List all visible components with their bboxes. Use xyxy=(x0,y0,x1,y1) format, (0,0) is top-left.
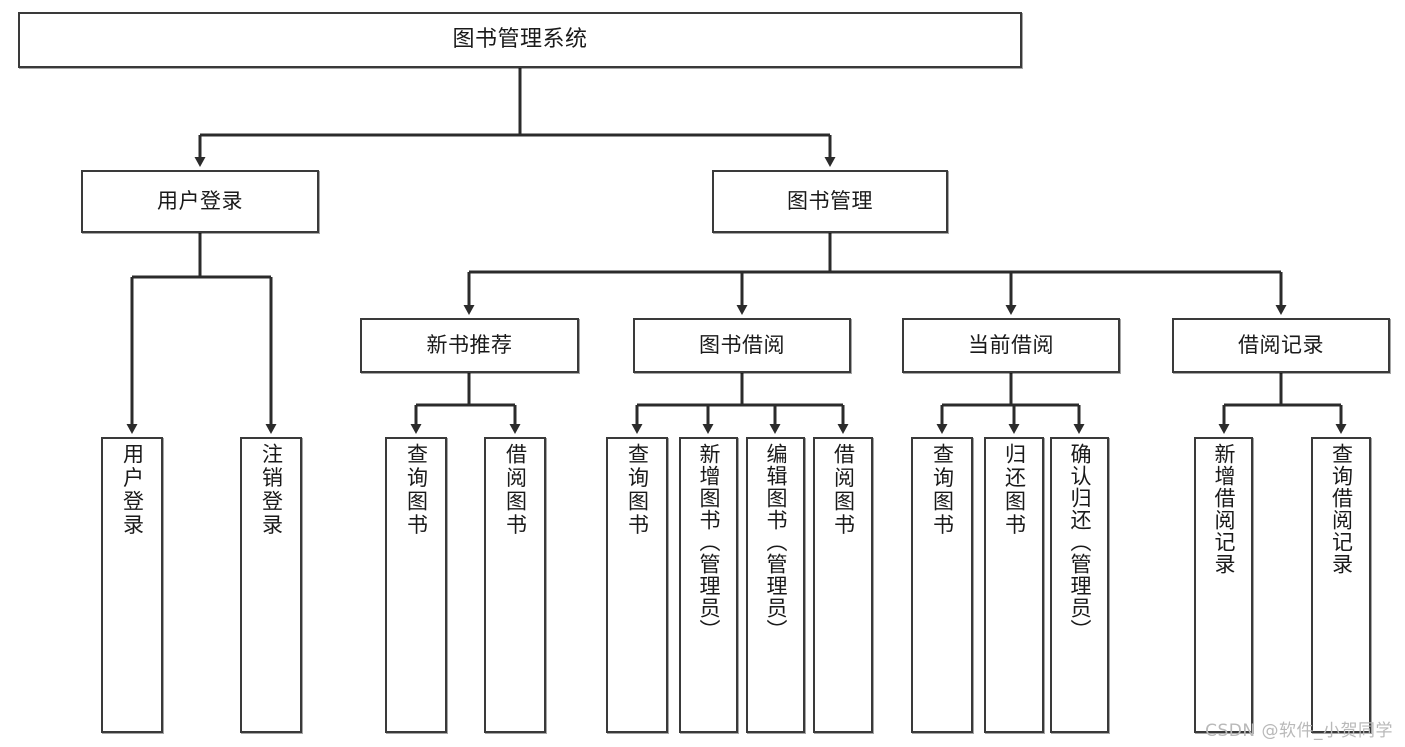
watermark-text: CSDN @软件_小贺同学 xyxy=(1205,721,1393,741)
node-leaf-user-login[interactable]: 用户登录 xyxy=(101,437,163,733)
node-label: 借阅图书 xyxy=(831,443,856,537)
node-leaf-borrow-book[interactable]: 借阅图书 xyxy=(813,437,873,733)
node-book-borrow[interactable]: 图书借阅 xyxy=(633,318,851,373)
node-label: 图书借阅 xyxy=(699,333,785,358)
node-leaf-confirm-return[interactable]: 确认归还（管理员） xyxy=(1050,437,1109,733)
node-label: 新增图书（管理员） xyxy=(697,443,721,641)
node-label: 用户登录 xyxy=(120,443,145,537)
node-borrow-record[interactable]: 借阅记录 xyxy=(1172,318,1390,373)
node-leaf-return-book[interactable]: 归还图书 xyxy=(984,437,1044,733)
node-current-borrow[interactable]: 当前借阅 xyxy=(902,318,1120,373)
node-label: 查询图书 xyxy=(404,443,429,537)
node-label: 编辑图书（管理员） xyxy=(764,443,788,641)
node-label: 当前借阅 xyxy=(968,333,1054,358)
node-label: 归还图书 xyxy=(1002,443,1027,537)
node-label: 确认归还（管理员） xyxy=(1068,443,1092,641)
node-new-book-recommend[interactable]: 新书推荐 xyxy=(360,318,579,373)
node-label: 查询借阅记录 xyxy=(1329,443,1354,575)
node-book-manage[interactable]: 图书管理 xyxy=(712,170,948,233)
node-label: 借阅图书 xyxy=(503,443,528,537)
node-label: 图书管理 xyxy=(787,189,873,214)
node-label: 用户登录 xyxy=(157,189,243,214)
node-leaf-query-book-current[interactable]: 查询图书 xyxy=(911,437,973,733)
node-label: 图书管理系统 xyxy=(452,27,588,53)
node-label: 新增借阅记录 xyxy=(1212,443,1236,575)
node-leaf-query-borrow-record[interactable]: 查询借阅记录 xyxy=(1311,437,1371,733)
node-label: 借阅记录 xyxy=(1238,333,1324,358)
node-root-system[interactable]: 图书管理系统 xyxy=(18,12,1022,68)
node-leaf-add-book[interactable]: 新增图书（管理员） xyxy=(679,437,738,733)
node-leaf-borrow-book-recommend[interactable]: 借阅图书 xyxy=(484,437,546,733)
node-label: 查询图书 xyxy=(930,443,955,537)
node-label: 查询图书 xyxy=(625,443,650,537)
node-label: 注销登录 xyxy=(259,443,284,537)
node-user-login[interactable]: 用户登录 xyxy=(81,170,319,233)
node-leaf-add-borrow-record[interactable]: 新增借阅记录 xyxy=(1194,437,1253,733)
node-label: 新书推荐 xyxy=(426,333,513,358)
node-leaf-edit-book[interactable]: 编辑图书（管理员） xyxy=(746,437,805,733)
node-leaf-query-book-borrow[interactable]: 查询图书 xyxy=(606,437,668,733)
node-leaf-query-book-recommend[interactable]: 查询图书 xyxy=(385,437,447,733)
node-leaf-logout[interactable]: 注销登录 xyxy=(240,437,302,733)
